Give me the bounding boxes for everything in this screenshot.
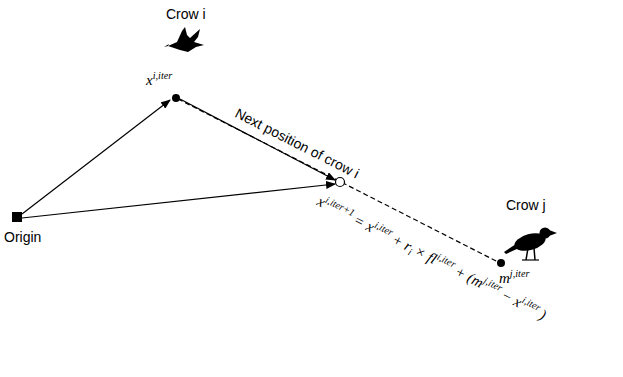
path-caption: Next position of crow i	[232, 104, 362, 181]
flying-crow	[164, 27, 204, 52]
memory-dot	[497, 259, 505, 267]
origin-label: Origin	[4, 229, 41, 246]
superscript: i,iter	[153, 70, 173, 81]
position-vector	[22, 184, 335, 218]
label-text: × fl	[413, 242, 440, 266]
label-text: Origin	[4, 229, 41, 245]
label-text: Crow j	[506, 197, 546, 213]
crow-name: Crow i	[166, 6, 206, 23]
superscript: i,iter	[373, 219, 395, 238]
crow-name: Crow j	[506, 197, 546, 214]
superscript: j,iter	[510, 268, 530, 279]
label-text: Crow i	[166, 6, 206, 22]
position-symbol: xi,iter	[146, 70, 172, 89]
label-text: Next position of crow i	[233, 104, 362, 180]
label-text: x	[146, 72, 153, 88]
superscript: i,iter+1	[324, 194, 357, 218]
label-text: = x	[351, 211, 377, 235]
position-vector	[22, 100, 170, 214]
superscript: i,iter	[435, 251, 457, 270]
label-text: − x	[499, 286, 525, 310]
dashed-path	[178, 99, 500, 263]
superscript: i,iter	[520, 294, 542, 313]
origin-square	[12, 212, 22, 222]
next-position-dot	[336, 178, 345, 187]
position-dot	[172, 94, 180, 102]
standing-crow	[504, 228, 557, 261]
label-text: + (m	[452, 262, 486, 290]
